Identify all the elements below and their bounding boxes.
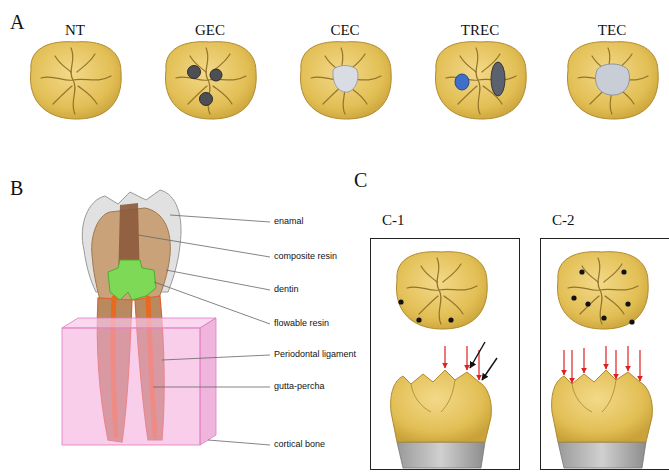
- material-label: dentin: [274, 285, 299, 295]
- panel-letter: A: [10, 11, 24, 33]
- material-label: enamal: [274, 217, 304, 227]
- material-label: gutta-percha: [274, 382, 325, 392]
- panel-frame: [370, 238, 520, 470]
- panel-box: C-2: [540, 206, 669, 470]
- cortical-bone-block: [62, 318, 216, 445]
- panel-letter: C: [354, 169, 367, 191]
- trec-tooth: [435, 42, 526, 119]
- panel-heading: C-1: [370, 206, 520, 229]
- intact-tooth: [30, 42, 121, 119]
- group-label: GEC: [195, 22, 225, 39]
- group-label: NT: [65, 22, 85, 39]
- group-label: TEC: [598, 22, 626, 39]
- panel-letter: B: [10, 177, 23, 199]
- gec-tooth: [165, 42, 256, 119]
- panel-frame: [540, 238, 669, 470]
- material-label: Periodontal ligament: [274, 350, 356, 360]
- leader-lines: [138, 215, 270, 445]
- panel-box: C-1: [370, 206, 520, 470]
- group-label: TREC: [461, 22, 499, 39]
- material-label: composite resin: [274, 252, 337, 262]
- cec-tooth: [300, 42, 391, 119]
- panel-heading: C-2: [540, 206, 669, 229]
- loading-points-c2: [552, 252, 653, 468]
- material-label: cortical bone: [274, 440, 325, 450]
- material-label: flowable resin: [274, 319, 329, 329]
- loading-points-c1: [391, 252, 497, 468]
- group-label: CEC: [330, 22, 359, 39]
- tec-tooth: [567, 42, 658, 119]
